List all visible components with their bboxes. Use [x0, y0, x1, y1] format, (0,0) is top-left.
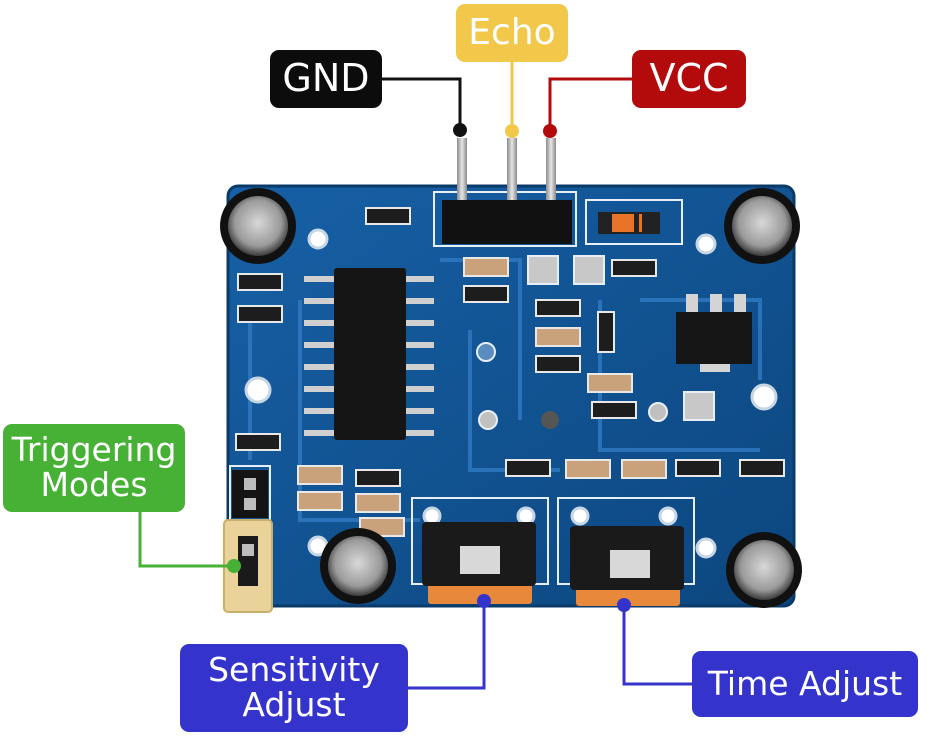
time-label-text: Time Adjust: [707, 663, 903, 703]
leader-dots: [227, 123, 631, 612]
gnd-label: GND: [270, 50, 382, 108]
sensitivity-adjust-label: Sensitivity Adjust: [180, 644, 408, 732]
sensitivity-label-line1: Sensitivity: [208, 650, 380, 690]
vcc-label-text: VCC: [649, 56, 729, 101]
vcc-label: VCC: [632, 50, 746, 108]
ic-chip: [304, 268, 434, 440]
trigger-jumper[interactable]: [223, 470, 273, 613]
header-pins: [442, 138, 572, 244]
triggering-label-line1: Triggering: [11, 430, 177, 470]
sensitivity-potentiometer[interactable]: [422, 522, 536, 604]
smd-components: [235, 207, 785, 537]
voltage-regulator: [676, 294, 752, 372]
echo-label: Echo: [456, 4, 568, 62]
time-adjust-label: Time Adjust: [692, 651, 918, 717]
gnd-label-text: GND: [282, 56, 370, 101]
time-potentiometer[interactable]: [570, 526, 684, 606]
echo-label-text: Echo: [468, 12, 556, 54]
leader-lines: [138, 62, 692, 690]
capacitors: [220, 188, 802, 608]
triggering-label-line2: Modes: [40, 465, 148, 504]
triggering-modes-label: Triggering Modes: [3, 424, 185, 512]
sensitivity-label-line2: Adjust: [242, 685, 346, 724]
